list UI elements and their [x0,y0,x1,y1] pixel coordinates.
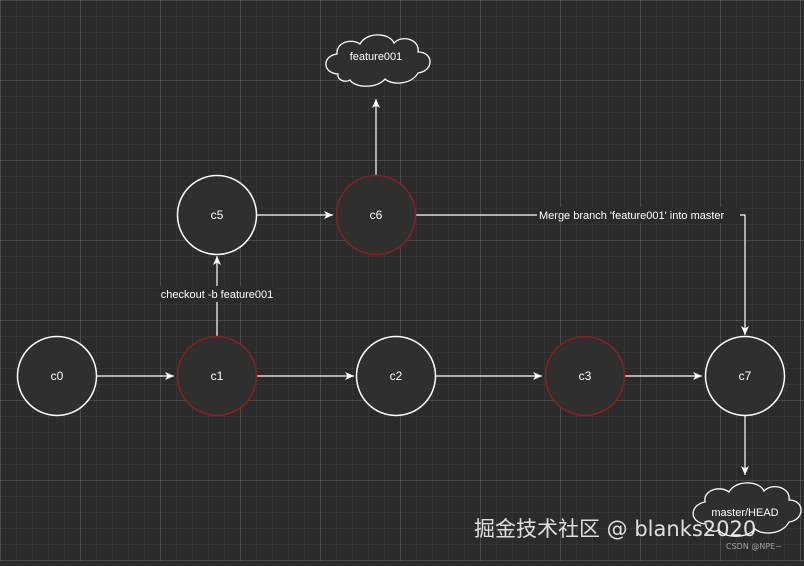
commit-label: c0 [51,369,64,383]
commit-nodes-layer: c0 c1 c2 c3 c5 c6 [16,174,786,417]
cloud-shape [325,34,431,87]
checkout-edge-label: checkout -b feature001 [161,289,274,301]
merge-label-background [537,207,740,223]
commit-label: c5 [211,208,224,222]
commit-node-c6[interactable]: c6 [335,174,417,256]
commit-node-c7[interactable]: c7 [704,335,786,417]
juejin-watermark: 掘金技术社区 @ blanks2020 [474,517,757,541]
edge-labels-layer: checkout -b feature001 Merge branch 'fea… [158,207,740,302]
commit-node-c5[interactable]: c5 [176,174,258,256]
commit-label: c3 [579,369,592,383]
branch-cloud-master-head[interactable]: master/HEAD [692,482,802,537]
commit-circle [544,335,626,417]
commit-circle [704,335,786,417]
commit-circle [176,174,258,256]
commit-node-c3[interactable]: c3 [544,335,626,417]
commit-label: c2 [390,369,403,383]
commit-circle [355,335,437,417]
merge-edge-label: Merge branch 'feature001' into master [539,210,725,222]
cloud-label: feature001 [350,51,403,63]
commit-circle [335,174,417,256]
edge-c6-to-c7-merge [416,214,749,335]
commit-label: c7 [739,369,752,383]
commit-node-c0[interactable]: c0 [16,335,98,417]
commit-node-c2[interactable]: c2 [355,335,437,417]
commit-node-c1[interactable]: c1 [176,335,258,417]
commit-circle [176,335,258,417]
commit-label: c6 [370,208,383,222]
branch-cloud-feature001[interactable]: feature001 [325,34,431,87]
csdn-watermark: CSDN @NPE~ [726,542,782,551]
cloud-label: master/HEAD [711,507,778,519]
commit-circle [16,335,98,417]
checkout-label-background [158,286,276,302]
cloud-shape [692,482,802,537]
commit-label: c1 [211,369,224,383]
